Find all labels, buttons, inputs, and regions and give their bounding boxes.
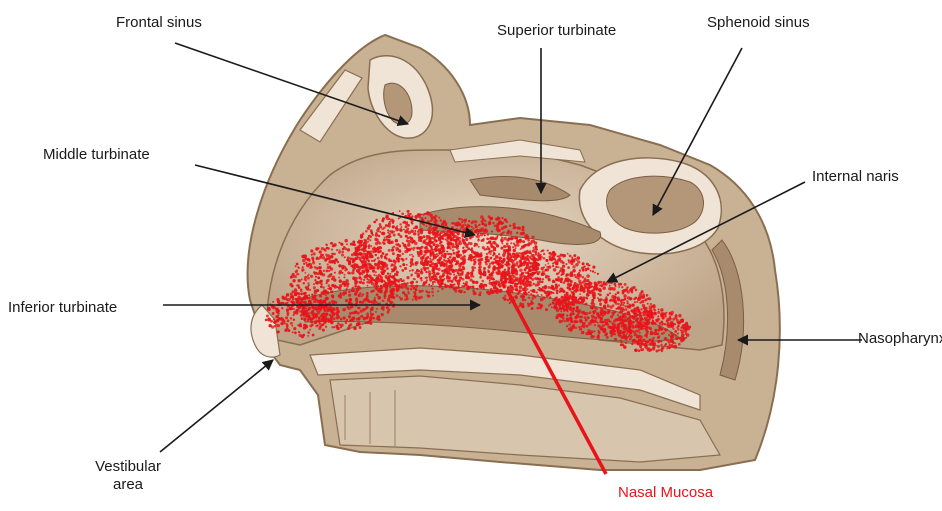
label-middle-turbinate: Middle turbinate xyxy=(43,146,150,164)
label-vestibular-area-line2: area xyxy=(88,476,168,494)
leader-vestibular-area xyxy=(160,360,273,452)
label-vestibular-area-line1: Vestibular xyxy=(88,458,168,476)
label-frontal-sinus: Frontal sinus xyxy=(116,14,202,32)
label-inferior-turbinate: Inferior turbinate xyxy=(8,299,117,317)
label-internal-naris: Internal naris xyxy=(812,168,899,186)
label-sphenoid-sinus: Sphenoid sinus xyxy=(707,14,810,32)
label-nasopharynx: Nasopharynx xyxy=(858,330,942,348)
label-superior-turbinate: Superior turbinate xyxy=(497,22,616,40)
nasal-cavity-outline xyxy=(248,35,780,470)
label-nasal-mucosa: Nasal Mucosa xyxy=(618,484,713,502)
label-vestibular-area: Vestibular area xyxy=(88,458,168,494)
